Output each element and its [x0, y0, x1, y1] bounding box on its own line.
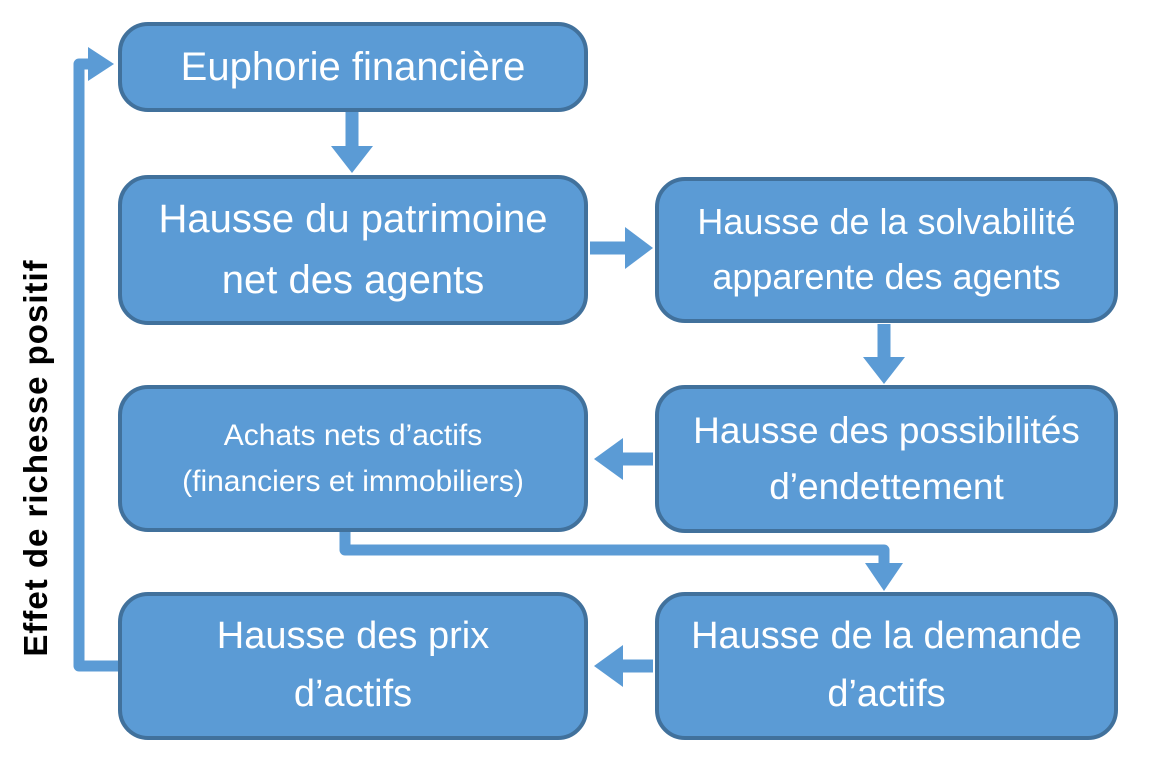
node-label-line: Hausse des possibilités [693, 409, 1080, 451]
node-achats-nets-actifs: Achats nets d’actifs (financiers et immo… [118, 385, 588, 532]
node-label-line: d’actifs [293, 673, 413, 715]
node-label-line: (financiers et immobiliers) [182, 464, 524, 498]
connector-achats-to-demande [339, 531, 903, 591]
node-hausse-endettement: Hausse des possibilités d’endettement [655, 385, 1118, 533]
wealth-effect-label: Effet de richesse positif [17, 259, 54, 657]
node-label-line: apparente des agents [712, 256, 1061, 297]
node-hausse-patrimoine: Hausse du patrimoine net des agents [118, 175, 588, 325]
node-euphorie-financiere: Euphorie financière [118, 22, 588, 112]
node-hausse-solvabilite: Hausse de la solvabilité apparente des a… [655, 177, 1118, 323]
node-label-line: Achats nets d’actifs [223, 418, 483, 452]
arrow-endettement-to-achats [594, 438, 653, 480]
arrow-patrimoine-to-solvabilite [590, 227, 653, 269]
arrow-demande-to-prix [594, 645, 653, 687]
node-label-line: Hausse du patrimoine [158, 197, 548, 242]
node-hausse-demande-actifs: Hausse de la demande d’actifs [655, 592, 1118, 740]
arrow-euphorie-to-patrimoine [331, 111, 373, 173]
node-label-line: d’actifs [827, 673, 946, 715]
node-label-line: Hausse de la solvabilité [697, 201, 1076, 243]
node-hausse-prix-actifs: Hausse des prix d’actifs [118, 592, 588, 740]
node-label-line: Euphorie financière [180, 44, 526, 89]
node-label-line: d’endettement [769, 466, 1004, 507]
connector-prix-to-euphorie-loop [73, 47, 120, 672]
node-label-line: net des agents [221, 258, 485, 302]
node-label-line: Hausse de la demande [691, 615, 1082, 658]
node-label-line: Hausse des prix [216, 615, 490, 658]
arrow-solvabilite-to-endettement [863, 324, 905, 384]
